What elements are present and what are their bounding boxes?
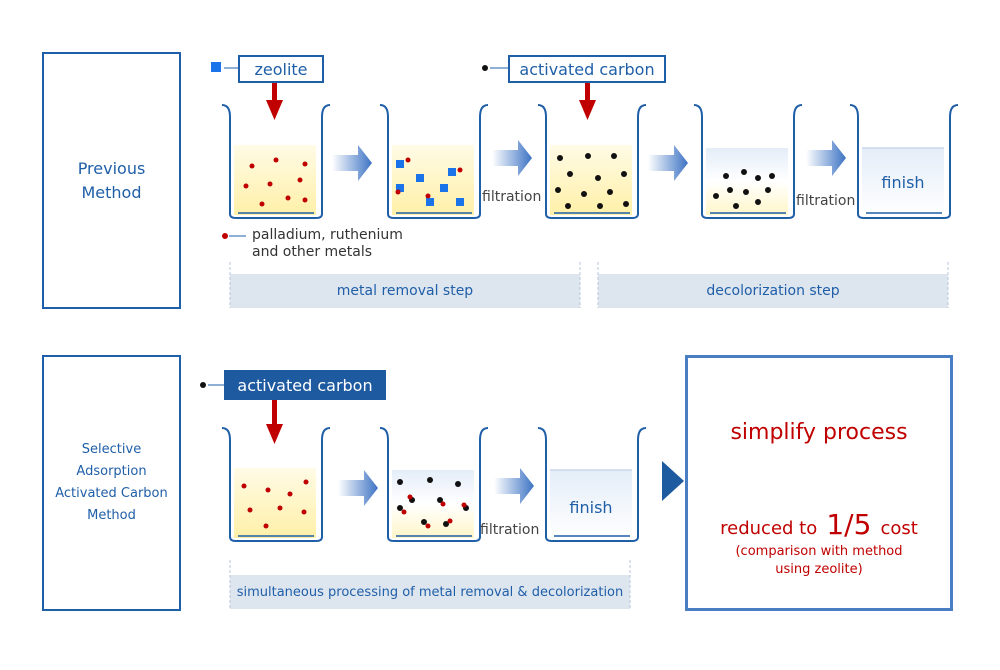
metal-removal-step-label: metal removal step (336, 283, 474, 299)
reduced-prefix: reduced to (720, 518, 818, 539)
beaker-finish-previous (849, 104, 959, 219)
simultaneous-step-band: simultaneous processing of metal removal… (230, 575, 630, 609)
filtration-label: filtration (480, 522, 540, 538)
result-box: simplify process reduced to 1/5 cost (co… (685, 355, 953, 611)
zeolite-tag: zeolite (238, 55, 324, 83)
process-arrow (494, 468, 534, 504)
decolorization-step-band: decolorization step (598, 274, 948, 308)
metal-removal-step-band: metal removal step (230, 274, 580, 308)
finish-label: finish (881, 173, 925, 192)
process-arrow (492, 140, 532, 176)
filtration-label: filtration (796, 193, 856, 209)
decolorization-step-label: decolorization step (706, 283, 840, 299)
result-note: (comparison with method using zeolite) (735, 544, 903, 577)
zeolite-tag-label: zeolite (254, 59, 308, 79)
beaker-activated-carbon (537, 104, 647, 219)
process-arrow (332, 145, 372, 181)
beaker-metals-before-selective (221, 427, 331, 542)
activated-carbon-tag-selective: activated carbon (224, 370, 386, 400)
activated-carbon-tag-label: activated carbon (519, 59, 655, 79)
metal-legend-dot (222, 233, 228, 239)
beaker-carbon-adsorbing (379, 427, 489, 542)
simultaneous-step-label: simultaneous processing of metal removal… (236, 584, 624, 600)
selective-method-box: Selective Adsorption Activated Carbon Me… (42, 355, 181, 611)
selective-method-label: Selective Adsorption Activated Carbon Me… (55, 442, 168, 523)
beaker-metals-before (221, 104, 331, 219)
process-arrow (806, 140, 846, 176)
previous-method-label: Previous Method (77, 158, 146, 202)
cost-fraction: 1/5 (826, 508, 872, 541)
filtration-label: filtration (482, 189, 542, 205)
carbon-legend-dot (482, 65, 488, 71)
process-arrow (338, 470, 378, 506)
carbon-legend-dot (200, 382, 206, 388)
result-cost-line: reduced to 1/5 cost (688, 508, 950, 541)
previous-method-box: Previous Method (42, 52, 181, 309)
beaker-decolorizing (693, 104, 803, 219)
finish-label: finish (569, 498, 613, 517)
result-headline: simplify process (730, 420, 908, 445)
zeolite-legend-square (211, 62, 221, 72)
metals-legend-label: palladium, ruthenium and other metals (252, 227, 403, 260)
beaker-zeolite-mixed (379, 104, 489, 219)
result-pointer-triangle (662, 461, 684, 501)
activated-carbon-tag-label: activated carbon (237, 375, 373, 395)
red-down-arrow (579, 82, 596, 120)
beaker-finish-selective (537, 427, 647, 542)
reduced-suffix: cost (880, 518, 918, 539)
red-down-arrow (266, 82, 283, 120)
red-down-arrow (266, 400, 283, 444)
activated-carbon-tag-previous: activated carbon (508, 55, 666, 83)
process-arrow (648, 145, 688, 181)
